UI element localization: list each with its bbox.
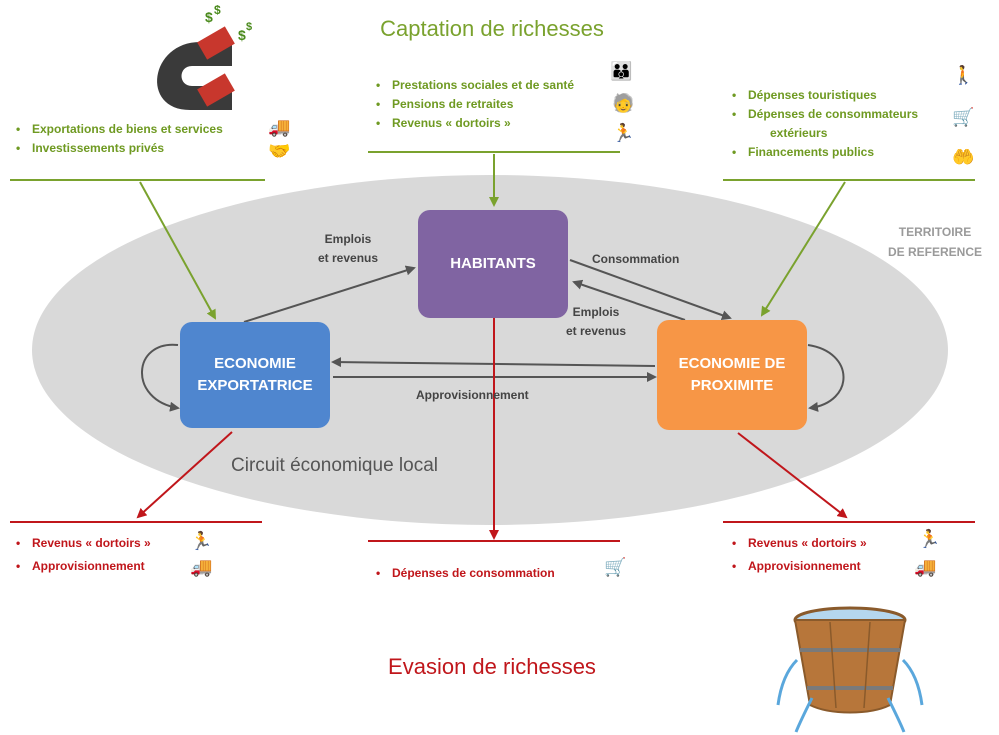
flow-label-consommation: Consommation: [592, 252, 680, 266]
list-item: Dépenses touristiques: [726, 86, 918, 105]
node-economie-exportatrice[interactable]: ECONOMIE EXPORTATRICE: [180, 322, 330, 428]
territory-label-line2: DE REFERENCE: [887, 245, 982, 259]
loop-export: [141, 343, 180, 412]
list-item: Revenus « dortoirs »: [726, 534, 867, 553]
running-person-icon: 🏃: [612, 123, 635, 143]
list-item: Pensions de retraites: [370, 95, 574, 114]
node-export-line1: ECONOMIE: [214, 355, 296, 372]
list-item: Revenus « dortoirs »: [10, 534, 151, 553]
node-proximite-line2: PROXIMITE: [690, 377, 774, 394]
node-export-line2: EXPORTATRICE: [197, 377, 313, 394]
svg-text:$: $: [238, 27, 246, 43]
hiker-icon: 🚶: [952, 65, 975, 85]
node-economie-proximite[interactable]: ECONOMIE DE PROXIMITE: [657, 320, 807, 430]
truck-icon: 🚚: [190, 557, 213, 577]
inflow-left-arrow: [139, 181, 216, 320]
flow-proximite-to-habitants: [572, 279, 686, 321]
flow-label-approvisionnement: Approvisionnement: [416, 388, 529, 402]
captation-title: Captation de richesses: [380, 16, 604, 41]
list-item: Approvisionnement: [726, 557, 867, 576]
svg-text:$: $: [214, 3, 221, 17]
shopping-cart-icon: 🛒: [952, 107, 975, 127]
territory-ellipse: [32, 175, 948, 525]
flow-label-line: Emplois: [572, 305, 620, 319]
flow-label-line: et revenus: [318, 251, 379, 265]
list-item: Revenus « dortoirs »: [370, 114, 574, 133]
flow-label-line: et revenus: [566, 324, 627, 338]
leaking-bucket-icon: [776, 606, 924, 733]
truck-icon: 🚚: [914, 557, 937, 577]
evasion-title: Evasion de richesses: [388, 654, 596, 679]
running-person-icon: 🏃: [918, 529, 941, 549]
list-item: Prestations sociales et de santé: [370, 76, 574, 95]
node-habitants[interactable]: HABITANTS: [418, 210, 568, 318]
outflow-right-arrow: [737, 432, 848, 519]
list-item: Financements publics: [726, 143, 918, 162]
flow-label-emplois-right: Emplois et revenus: [566, 303, 626, 341]
circuit-label: Circuit économique local: [231, 455, 438, 476]
flow-habitants-to-proximite: [569, 259, 732, 320]
family-icon: 👪: [610, 61, 633, 81]
svg-text:$: $: [246, 21, 252, 33]
shopping-cart-icon: 🛒: [604, 557, 627, 577]
magnet-icon: $ $ $ $: [157, 3, 252, 110]
captation-center-list: Prestations sociales et de santé Pension…: [370, 76, 574, 133]
svg-text:$: $: [205, 9, 213, 25]
elderly-person-icon: 🧓: [612, 93, 635, 113]
hand-coins-icon: 🤲: [952, 147, 975, 167]
running-person-icon: 🏃: [190, 531, 213, 551]
list-item: Exportations de biens et services: [10, 120, 223, 139]
inflow-right-arrow: [760, 181, 846, 317]
evasion-center-list: Dépenses de consommation: [370, 564, 555, 583]
territory-label-line1: TERRITOIRE: [898, 225, 972, 239]
loop-proximite: [807, 344, 845, 412]
outflow-left-arrow: [136, 431, 233, 519]
territory-label: TERRITOIRE DE REFERENCE: [880, 222, 990, 262]
list-item: Dépenses de consommation: [370, 564, 555, 583]
handshake-icon: 🤝: [268, 141, 291, 161]
truck-icon: 🚚: [268, 117, 291, 137]
list-item-continuation: extérieurs: [770, 126, 828, 140]
evasion-right-list: Revenus « dortoirs » Approvisionnement: [726, 534, 867, 576]
captation-left-list: Exportations de biens et services Invest…: [10, 120, 223, 158]
list-item: Investissements privés: [10, 139, 223, 158]
flow-export-to-habitants: [243, 265, 416, 323]
node-proximite-line1: ECONOMIE DE: [678, 355, 786, 372]
flow-label-line: Emplois: [324, 232, 372, 246]
list-item: Approvisionnement: [10, 557, 151, 576]
list-item: Dépenses de consommateurs: [726, 105, 918, 124]
node-habitants-label: HABITANTS: [450, 255, 536, 272]
flow-label-emplois-left: Emplois et revenus: [318, 230, 378, 268]
evasion-left-list: Revenus « dortoirs » Approvisionnement: [10, 534, 151, 576]
captation-right-list: Dépenses touristiques Dépenses de consom…: [726, 86, 918, 162]
